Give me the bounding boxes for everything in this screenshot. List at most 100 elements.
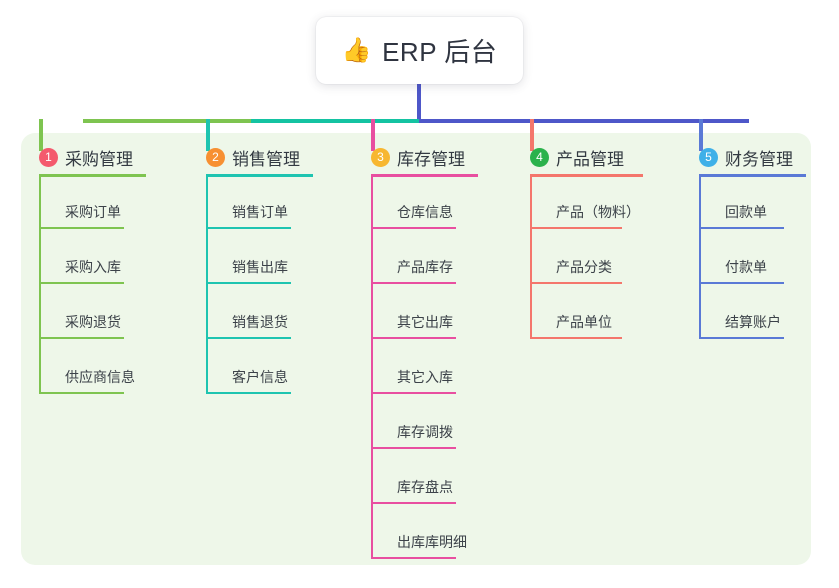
leaf-node[interactable]: 供应商信息 [39, 354, 164, 394]
bus-connector-left [83, 119, 419, 123]
leaf-node-rule [206, 337, 291, 339]
column-spine-connector [206, 177, 208, 394]
leaf-node-rule [39, 282, 124, 284]
leaf-node-label: 仓库信息 [397, 204, 453, 220]
column-spine-connector [39, 177, 41, 394]
leaf-node[interactable]: 其它入库 [371, 354, 496, 394]
leaf-node-rule [699, 282, 784, 284]
column-number-badge: 5 [699, 148, 718, 167]
bus-connector-right [419, 119, 749, 123]
leaf-node-rule [39, 337, 124, 339]
leaf-node[interactable]: 回款单 [699, 189, 824, 229]
leaf-node-rule [206, 227, 291, 229]
leaf-node-label: 采购入库 [65, 259, 121, 275]
leaf-node[interactable]: 付款单 [699, 244, 824, 284]
column-number-badge: 1 [39, 148, 58, 167]
column-header[interactable]: 5 财务管理 [699, 145, 793, 170]
leaf-node-rule [39, 392, 124, 394]
leaf-node-rule [371, 227, 456, 229]
leaf-node-label: 其它入库 [397, 369, 453, 385]
column-spine-connector [530, 177, 532, 339]
leaf-node[interactable]: 仓库信息 [371, 189, 496, 229]
leaf-node-label: 付款单 [725, 259, 767, 275]
leaf-node-label: 采购订单 [65, 204, 121, 220]
leaf-node-rule [699, 337, 784, 339]
leaf-node[interactable]: 销售订单 [206, 189, 331, 229]
column-header-rule [39, 174, 146, 177]
leaf-node-rule [39, 227, 124, 229]
column-header-label: 销售管理 [232, 150, 300, 169]
column-header-rule [371, 174, 478, 177]
column-header[interactable]: 4 产品管理 [530, 145, 624, 170]
leaf-node-label: 销售出库 [232, 259, 288, 275]
column-spine-connector [699, 177, 701, 339]
leaf-node[interactable]: 产品单位 [530, 299, 662, 339]
leaf-node-label: 回款单 [725, 204, 767, 220]
leaf-node-label: 出库库明细 [397, 534, 467, 550]
column-header-rule [699, 174, 806, 177]
leaf-node[interactable]: 采购入库 [39, 244, 164, 284]
column-number-badge: 3 [371, 148, 390, 167]
leaf-node[interactable]: 产品库存 [371, 244, 496, 284]
leaf-node-label: 库存盘点 [397, 479, 453, 495]
column-header[interactable]: 1 采购管理 [39, 145, 133, 170]
column-header-label: 采购管理 [65, 150, 133, 169]
leaf-node-rule [371, 337, 456, 339]
leaf-node-rule [206, 282, 291, 284]
leaf-node-rule [371, 502, 456, 504]
leaf-node[interactable]: 销售出库 [206, 244, 331, 284]
thumbs-up-icon: 👍 [341, 36, 373, 64]
leaf-node[interactable]: 客户信息 [206, 354, 331, 394]
leaf-node[interactable]: 库存盘点 [371, 464, 496, 504]
leaf-node[interactable]: 出库库明细 [371, 519, 496, 559]
leaf-node[interactable]: 销售退货 [206, 299, 331, 339]
leaf-node-rule [206, 392, 291, 394]
leaf-node-rule [530, 227, 622, 229]
leaf-node-label: 产品单位 [556, 314, 612, 330]
leaf-node-label: 产品分类 [556, 259, 612, 275]
column-header-rule [530, 174, 643, 177]
leaf-node-label: 库存调拨 [397, 424, 453, 440]
leaf-node[interactable]: 产品分类 [530, 244, 662, 284]
leaf-node[interactable]: 产品（物料） [530, 189, 662, 229]
column-stem-connector [699, 119, 703, 151]
leaf-node-rule [530, 282, 622, 284]
column-header-label: 财务管理 [725, 150, 793, 169]
leaf-node[interactable]: 采购退货 [39, 299, 164, 339]
column-number-badge: 4 [530, 148, 549, 167]
root-title-text: ERP 后台 [382, 37, 498, 67]
leaf-node-rule [371, 282, 456, 284]
leaf-node[interactable]: 结算账户 [699, 299, 824, 339]
leaf-node[interactable]: 库存调拨 [371, 409, 496, 449]
column-number-badge: 2 [206, 148, 225, 167]
column-spine-connector [371, 177, 373, 559]
leaf-node[interactable]: 采购订单 [39, 189, 164, 229]
column-header[interactable]: 2 销售管理 [206, 145, 300, 170]
column-stem-connector [206, 119, 210, 151]
leaf-node-rule [371, 447, 456, 449]
leaf-node-rule [371, 557, 456, 559]
leaf-node-label: 产品库存 [397, 259, 453, 275]
column-stem-connector [530, 119, 534, 151]
leaf-node-label: 客户信息 [232, 369, 288, 385]
column-header-rule [206, 174, 313, 177]
column-header[interactable]: 3 库存管理 [371, 145, 465, 170]
diagram-panel [21, 133, 811, 565]
leaf-node-label: 销售退货 [232, 314, 288, 330]
column-header-label: 产品管理 [556, 150, 624, 169]
leaf-node-rule [371, 392, 456, 394]
leaf-node[interactable]: 其它出库 [371, 299, 496, 339]
leaf-node-label: 其它出库 [397, 314, 453, 330]
bus-connector-left-green [83, 119, 251, 123]
column-stem-connector [39, 119, 43, 151]
leaf-node-label: 销售订单 [232, 204, 288, 220]
root-node-card[interactable]: 👍 ERP 后台 [316, 17, 523, 84]
leaf-node-rule [699, 227, 784, 229]
column-stem-connector [371, 119, 375, 151]
root-title: 👍 ERP 后台 [342, 32, 498, 69]
leaf-node-label: 产品（物料） [556, 204, 640, 220]
leaf-node-label: 采购退货 [65, 314, 121, 330]
leaf-node-label: 供应商信息 [65, 369, 135, 385]
trunk-connector [417, 84, 421, 121]
column-header-label: 库存管理 [397, 150, 465, 169]
